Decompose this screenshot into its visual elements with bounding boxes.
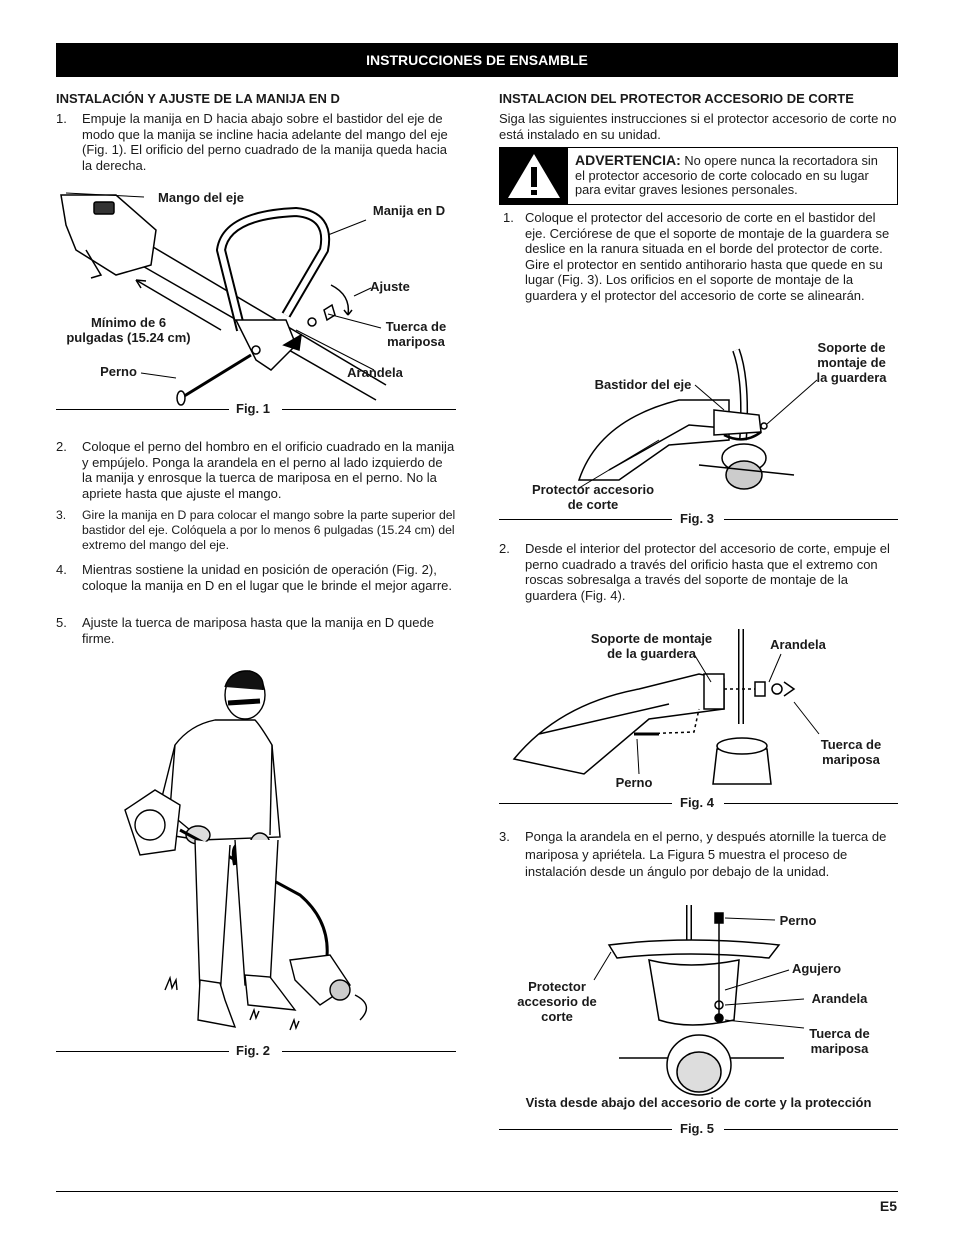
fig4-label-tuerca: Tuerca de mariposa: [820, 737, 882, 767]
step-text: Coloque el perno del hombro en el orific…: [82, 439, 455, 501]
step-number: 3.: [56, 508, 67, 522]
fig5-subtitle: Vista desde abajo del accesorio de corte…: [525, 1095, 872, 1110]
fig5-label-tuerca: Tuerca de mariposa: [809, 1026, 870, 1056]
figure-2: [120, 665, 380, 1035]
step-number: 5.: [56, 615, 67, 630]
fig4-label-perno: Perno: [615, 775, 653, 790]
step-number: 1.: [56, 111, 67, 126]
step-text: Desde el interior del protector del acce…: [525, 541, 890, 603]
fig1-caption-row: Fig. 1: [56, 401, 456, 417]
warning-box: ADVERTENCIA: No opere nunca la recortado…: [499, 147, 898, 205]
fig2-operator-illustration: [124, 670, 368, 1031]
fig5-label-perno: Perno: [779, 913, 817, 928]
warning-title: ADVERTENCIA:: [575, 152, 681, 168]
right-intro: Siga las siguientes instrucciones si el …: [499, 111, 897, 142]
fig4-label-soporte: Soporte de montaje de la guardera: [590, 631, 713, 661]
fig1-label-minimo: Mínimo de 6 pulgadas (15.24 cm): [66, 315, 191, 345]
fig3-caption: Fig. 3: [680, 511, 714, 526]
fig1-label-mango: Mango del eje: [158, 190, 244, 205]
step-number: 4.: [56, 562, 67, 577]
fig1-label-manija: Manija en D: [372, 203, 446, 218]
step-text: Ponga la arandela en el perno, y después…: [525, 829, 887, 879]
fig5-illustration: [593, 905, 805, 1096]
step-text: Ajuste la tuerca de mariposa hasta que l…: [82, 615, 434, 646]
section-banner: INSTRUCCIONES DE ENSAMBLE: [56, 43, 898, 77]
fig3-caption-row: Fig. 3: [499, 511, 898, 527]
fig1-illustration: [60, 192, 387, 406]
fig5-caption-row: Fig. 5: [499, 1121, 898, 1137]
warning-text: ADVERTENCIA: No opere nunca la recortado…: [575, 153, 891, 198]
fig5-caption: Fig. 5: [680, 1121, 714, 1136]
fig5-label-agujero: Agujero: [791, 961, 842, 976]
figure-1: Mango del eje Manija en D Ajuste Mínimo …: [56, 180, 456, 410]
figure-5: Perno Agujero Protector accesorio de cor…: [499, 900, 898, 1100]
step-text: Coloque el protector del accesorio de co…: [525, 210, 890, 303]
fig3-label-bastidor: Bastidor del eje: [594, 377, 692, 392]
step-text: Mientras sostiene la unidad en posición …: [82, 562, 452, 593]
fig1-label-perno: Perno: [100, 364, 137, 379]
right-heading: INSTALACION DEL PROTECTOR ACCESORIO DE C…: [499, 91, 854, 106]
figure-4: Soporte de montaje de la guardera Arande…: [499, 624, 898, 796]
step-number: 2.: [56, 439, 67, 454]
step-text: Empuje la manija en D hacia abajo sobre …: [82, 111, 448, 173]
left-heading: INSTALACIÓN Y AJUSTE DE LA MANIJA EN D: [56, 91, 340, 106]
step-text: Gire la manija en D para colocar el mang…: [82, 508, 456, 553]
fig4-illustration: [512, 629, 820, 785]
fig3-label-protector: Protector accesorio de corte: [531, 482, 655, 512]
fig3-label-soporte: Soporte de montaje de la guardera: [816, 340, 887, 385]
step-number: 3.: [499, 829, 510, 844]
warning-icon-panel: [500, 148, 568, 204]
fig1-caption: Fig. 1: [236, 401, 270, 416]
footer-rule: [56, 1191, 898, 1192]
fig1-label-tuerca: Tuerca de mariposa: [385, 319, 447, 349]
warning-body: No opere nunca la recortadora sin el pro…: [575, 153, 878, 198]
figure-3: Bastidor del eje Soporte de montaje de l…: [499, 340, 898, 515]
fig2-caption-row: Fig. 2: [56, 1043, 456, 1059]
fig1-label-ajuste: Ajuste: [370, 279, 410, 294]
fig4-caption-row: Fig. 4: [499, 795, 898, 811]
fig2-caption: Fig. 2: [236, 1043, 270, 1058]
fig5-label-arandela: Arandela: [811, 991, 868, 1006]
fig4-label-arandela: Arandela: [770, 637, 826, 652]
step-number: 1.: [503, 210, 514, 225]
warning-triangle-icon: [508, 154, 560, 198]
fig4-caption: Fig. 4: [680, 795, 714, 810]
fig5-label-protector: Protector accesorio de corte: [517, 979, 597, 1024]
page-number: E5: [879, 1198, 897, 1214]
fig3-illustration: [577, 348, 818, 490]
fig1-label-arandela: Arandela: [347, 365, 403, 380]
step-number: 2.: [499, 541, 510, 556]
